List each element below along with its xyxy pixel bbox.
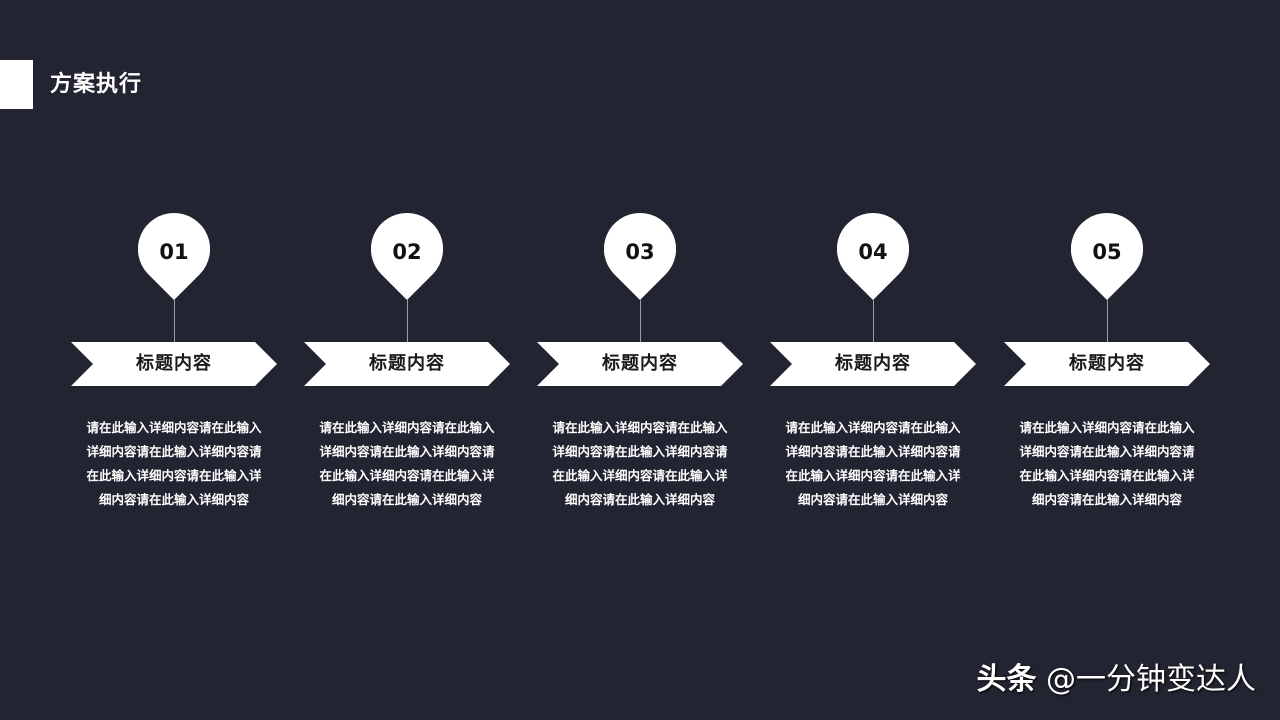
connector-line <box>407 300 408 342</box>
step-03: 03 标题内容 请在此输入详细内容请在此输入详细内容请在此输入详细内容请在此输入… <box>537 0 743 720</box>
step-title: 标题内容 <box>369 353 445 374</box>
pin-icon <box>371 213 443 300</box>
pin-icon <box>604 213 676 300</box>
map-pin-marker: 04 <box>837 213 909 303</box>
watermark-brand: 头条 <box>976 662 1037 697</box>
map-pin-marker: 02 <box>371 213 443 303</box>
step-01: 01 标题内容 请在此输入详细内容请在此输入详细内容请在此输入详细内容请在此输入… <box>71 0 277 720</box>
pin-icon <box>837 213 909 300</box>
step-title-chevron: 标题内容 <box>304 342 510 386</box>
step-02: 02 标题内容 请在此输入详细内容请在此输入详细内容请在此输入详细内容请在此输入… <box>304 0 510 720</box>
step-title-chevron: 标题内容 <box>71 342 277 386</box>
step-number: 02 <box>392 240 422 264</box>
step-number: 05 <box>1092 240 1122 264</box>
step-description: 请在此输入详细内容请在此输入详细内容请在此输入详细内容请在此输入详细内容请在此输… <box>552 420 728 507</box>
chevron-shape <box>1004 342 1210 386</box>
connector-line <box>873 300 874 342</box>
step-04: 04 标题内容 请在此输入详细内容请在此输入详细内容请在此输入详细内容请在此输入… <box>770 0 976 720</box>
chevron-shape <box>770 342 976 386</box>
step-title-chevron: 标题内容 <box>770 342 976 386</box>
step-description: 请在此输入详细内容请在此输入详细内容请在此输入详细内容请在此输入详细内容请在此输… <box>1019 420 1195 507</box>
step-description: 请在此输入详细内容请在此输入详细内容请在此输入详细内容请在此输入详细内容请在此输… <box>86 420 262 507</box>
step-number: 04 <box>858 240 888 264</box>
step-number: 01 <box>159 240 189 264</box>
connector-line <box>174 300 175 342</box>
step-title: 标题内容 <box>835 353 911 374</box>
pin-icon <box>138 213 210 300</box>
map-pin-marker: 05 <box>1071 213 1143 303</box>
connector-line <box>640 300 641 342</box>
chevron-shape <box>304 342 510 386</box>
pin-icon <box>1071 213 1143 300</box>
page-title: 方案执行 <box>50 72 143 97</box>
step-title: 标题内容 <box>1069 353 1145 374</box>
step-05: 05 标题内容 请在此输入详细内容请在此输入详细内容请在此输入详细内容请在此输入… <box>1004 0 1210 720</box>
chevron-shape <box>537 342 743 386</box>
watermark-handle: @一分钟变达人 <box>1046 662 1256 697</box>
title-accent-bar <box>0 60 33 109</box>
step-title: 标题内容 <box>602 353 678 374</box>
step-title-chevron: 标题内容 <box>1004 342 1210 386</box>
map-pin-marker: 03 <box>604 213 676 303</box>
step-number: 03 <box>625 240 655 264</box>
map-pin-marker: 01 <box>138 213 210 303</box>
connector-line <box>1107 300 1108 342</box>
step-title-chevron: 标题内容 <box>537 342 743 386</box>
step-description: 请在此输入详细内容请在此输入详细内容请在此输入详细内容请在此输入详细内容请在此输… <box>319 420 495 507</box>
chevron-shape <box>71 342 277 386</box>
step-title: 标题内容 <box>136 353 212 374</box>
step-description: 请在此输入详细内容请在此输入详细内容请在此输入详细内容请在此输入详细内容请在此输… <box>785 420 961 507</box>
watermark: 头条 @一分钟变达人 <box>976 660 1256 700</box>
